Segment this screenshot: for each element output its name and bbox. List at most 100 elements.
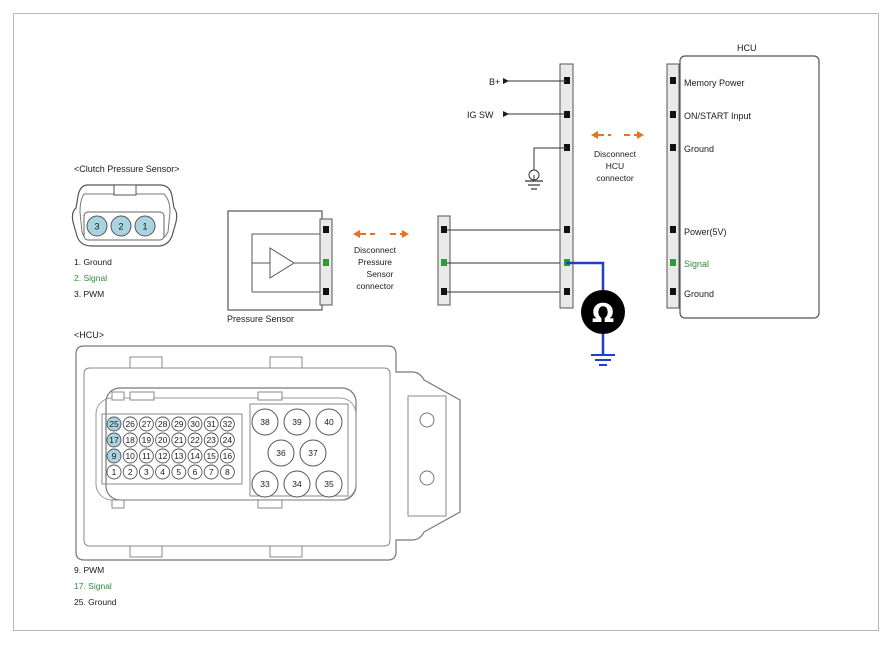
svg-text:35: 35: [324, 479, 334, 489]
svg-text:17: 17: [109, 435, 119, 445]
svg-text:4: 4: [160, 467, 165, 477]
pressure-sensor-label: Pressure Sensor: [227, 314, 294, 324]
svg-text:37: 37: [308, 448, 318, 458]
svg-text:12: 12: [158, 451, 168, 461]
hcu-pin-6: 6: [187, 464, 203, 480]
disconnect-hcu-label: connector: [596, 173, 633, 183]
hcu-pin-12: 12: [155, 448, 171, 464]
svg-text:19: 19: [142, 435, 152, 445]
hcu-pin-40: 40: [315, 408, 343, 436]
svg-text:40: 40: [324, 417, 334, 427]
hcu-pin-20: 20: [155, 432, 171, 448]
svg-text:25: 25: [109, 419, 119, 429]
hcu-pin-29: 29: [171, 416, 187, 432]
hcu-pin-9: 9: [106, 448, 122, 464]
svg-text:3: 3: [94, 222, 99, 232]
hcu-pin-18: 18: [122, 432, 138, 448]
disconnect-hcu-label: Disconnect: [594, 149, 637, 159]
hcu-pin-16: 16: [219, 448, 235, 464]
svg-text:36: 36: [276, 448, 286, 458]
svg-text:31: 31: [206, 419, 216, 429]
svg-text:11: 11: [142, 451, 151, 461]
hcu-pin-label: Memory Power: [684, 78, 745, 88]
hcu-pin-label: Signal: [684, 259, 709, 269]
hcu-pin-21: 21: [171, 432, 187, 448]
hcu-pin-label: Ground: [684, 144, 714, 154]
hcu-pin-2: 2: [122, 464, 138, 480]
hcu-pin-10: 10: [122, 448, 138, 464]
svg-text:20: 20: [158, 435, 168, 445]
hcu-pin-38: 38: [251, 408, 279, 436]
svg-text:34: 34: [292, 479, 302, 489]
disconnect-sensor-label: Disconnect: [354, 245, 397, 255]
hcu-box-title: HCU: [737, 43, 757, 53]
svg-text:13: 13: [174, 451, 184, 461]
clutch-sensor-title: <Clutch Pressure Sensor>: [74, 164, 180, 174]
hcu-connector-title: <HCU>: [74, 330, 104, 340]
svg-text:38: 38: [260, 417, 270, 427]
hcu-pin-22: 22: [187, 432, 203, 448]
svg-text:32: 32: [223, 419, 233, 429]
hcu-module: [666, 55, 820, 319]
ground-symbol: [525, 147, 566, 190]
hcu-legend-item: 9. PWM: [74, 565, 104, 575]
hcu-pin-28: 28: [155, 416, 171, 432]
svg-text:14: 14: [190, 451, 200, 461]
svg-text:8: 8: [225, 467, 230, 477]
hcu-pin-label: Ground: [684, 289, 714, 299]
svg-text:22: 22: [190, 435, 200, 445]
hcu-pin-13: 13: [171, 448, 187, 464]
pressure-sensor-body: [227, 210, 323, 311]
clutch-pin-3: 3: [86, 215, 108, 237]
svg-text:1: 1: [142, 222, 147, 232]
clutch-legend-item: 1. Ground: [74, 257, 112, 267]
hcu-pin-15: 15: [203, 448, 219, 464]
hcu-pin-8: 8: [219, 464, 235, 480]
hcu-pin-4: 4: [155, 464, 171, 480]
hcu-pin-11: 11: [138, 448, 154, 464]
hcu-pin-17: 17: [106, 432, 122, 448]
svg-text:29: 29: [174, 419, 184, 429]
hcu-pin-31: 31: [203, 416, 219, 432]
disconnect-sensor-label: Pressure: [358, 257, 392, 267]
hcu-pin-label: Power(5V): [684, 227, 727, 237]
hcu-legend-item: 25. Ground: [74, 597, 117, 607]
svg-text:9: 9: [112, 451, 117, 461]
hcu-pin-30: 30: [187, 416, 203, 432]
hcu-pin-39: 39: [283, 408, 311, 436]
svg-text:16: 16: [223, 451, 233, 461]
svg-text:1: 1: [112, 467, 117, 477]
sensor-side-connector: [319, 218, 333, 306]
svg-text:33: 33: [260, 479, 270, 489]
disconnect-sensor-label: connector: [356, 281, 393, 291]
svg-text:21: 21: [174, 435, 184, 445]
svg-text:23: 23: [206, 435, 216, 445]
hcu-pin-7: 7: [203, 464, 219, 480]
hcu-pin-37: 37: [299, 439, 327, 467]
igsw-label: IG SW: [467, 110, 494, 120]
hcu-pin-24: 24: [219, 432, 235, 448]
svg-text:30: 30: [190, 419, 200, 429]
bplus-label: B+: [489, 77, 500, 87]
hcu-legend-item: 17. Signal: [74, 581, 112, 591]
svg-text:2: 2: [128, 467, 133, 477]
svg-text:15: 15: [206, 451, 216, 461]
disconnect-sensor-arrows: [353, 230, 409, 238]
clutch-legend-item: 2. Signal: [74, 273, 107, 283]
svg-text:5: 5: [176, 467, 181, 477]
hcu-pin-14: 14: [187, 448, 203, 464]
svg-text:27: 27: [142, 419, 152, 429]
hcu-pin-25: 25: [106, 416, 122, 432]
svg-text:3: 3: [144, 467, 149, 477]
diagram-frame: [13, 13, 879, 631]
hcu-pin-27: 27: [138, 416, 154, 432]
hcu-harness-connector: [559, 63, 574, 309]
svg-text:24: 24: [223, 435, 233, 445]
hcu-pin-1: 1: [106, 464, 122, 480]
svg-text:18: 18: [125, 435, 135, 445]
hcu-pin-35: 35: [315, 470, 343, 498]
svg-text:26: 26: [125, 419, 135, 429]
clutch-legend-item: 3. PWM: [74, 289, 104, 299]
svg-text:10: 10: [125, 451, 135, 461]
